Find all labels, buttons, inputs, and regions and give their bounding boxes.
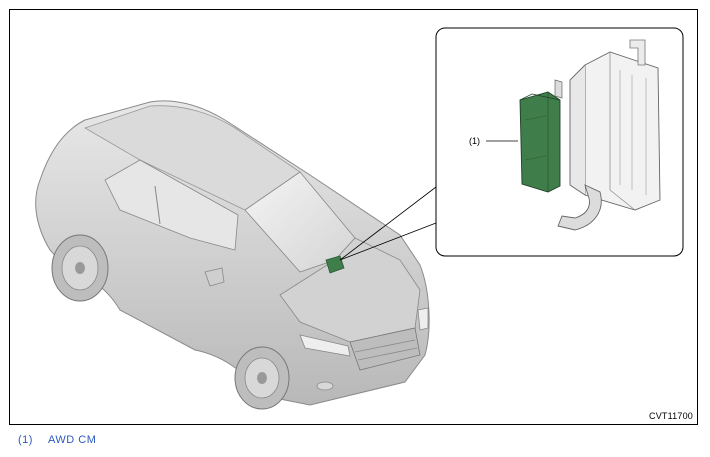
legend-item-1: (1) AWD CM (18, 434, 96, 446)
legend-number: (1) (18, 434, 33, 446)
awd-cm-module (519, 79, 563, 193)
figure-code: CVT11700 (649, 411, 693, 421)
callout-label-1: (1) (469, 136, 480, 146)
car-body (35, 100, 430, 410)
legend-text: AWD CM (48, 434, 97, 446)
leader-line-upper (339, 186, 437, 261)
vehicle-illustration (35, 27, 684, 410)
leader-line-lower (339, 222, 437, 261)
figure-frame: (1) CVT11700 (9, 9, 698, 425)
module-location-marker (325, 255, 345, 274)
control-unit-housing (557, 39, 661, 231)
